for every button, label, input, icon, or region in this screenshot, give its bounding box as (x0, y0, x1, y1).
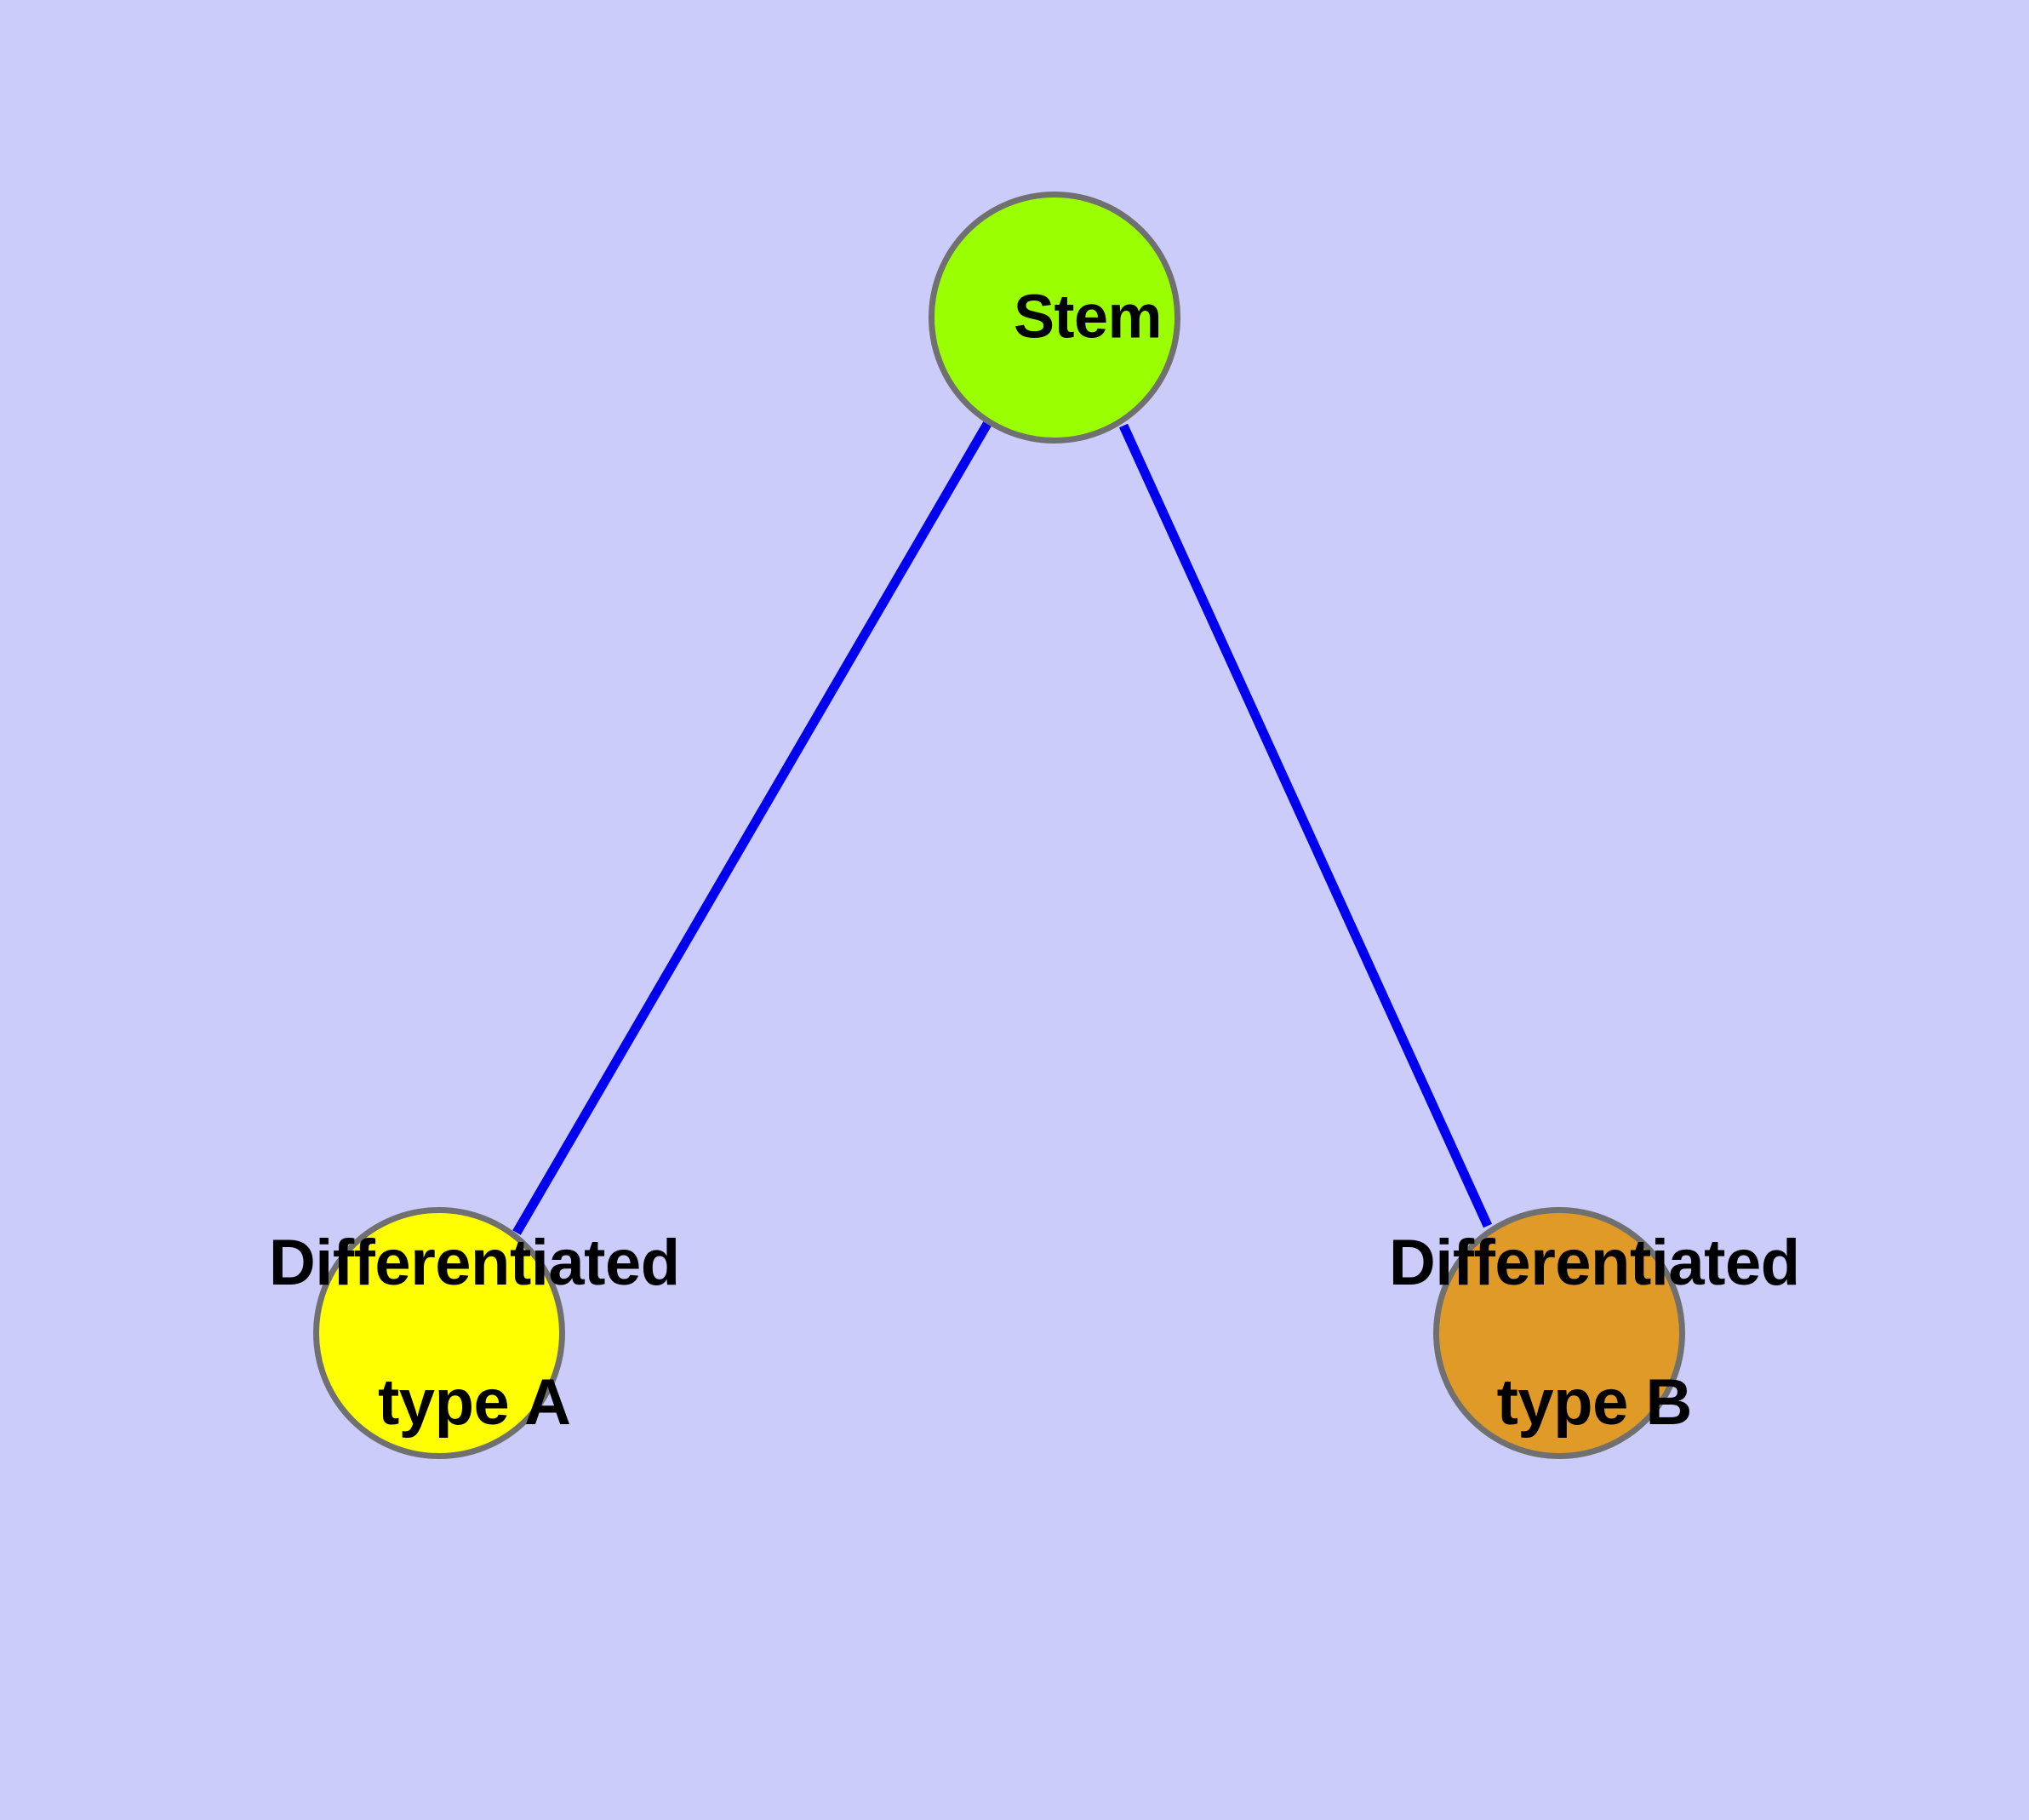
edge-stem-to-differentiated-type-b[interactable] (1118, 423, 1493, 1228)
node-stem[interactable] (929, 192, 1180, 444)
node-differentiated-type-b[interactable] (1433, 1207, 1685, 1459)
node-differentiated-type-a[interactable] (313, 1207, 565, 1459)
edge-stem-to-differentiated-type-a[interactable] (512, 421, 992, 1235)
